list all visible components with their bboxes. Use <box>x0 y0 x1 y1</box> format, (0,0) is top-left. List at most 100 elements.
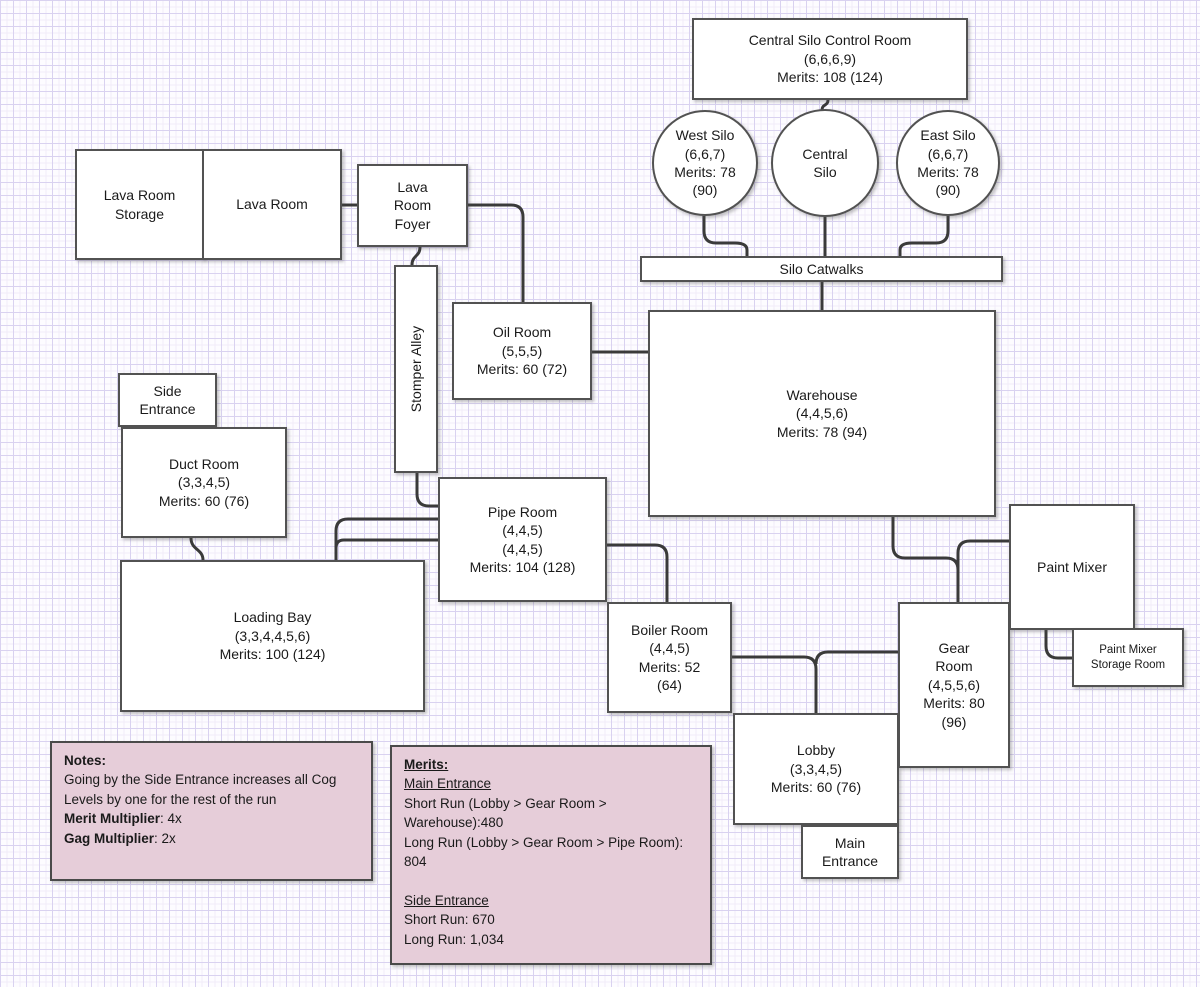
room-loading-bay: Loading Bay (3,3,4,4,5,6) Merits: 100 (1… <box>120 560 425 712</box>
notes-title: Notes: <box>64 753 107 768</box>
room-name: Lava Room <box>236 196 308 213</box>
room-levels: (4,4,5,6) <box>795 405 849 422</box>
room-name: Central Silo Control Room <box>748 32 912 49</box>
room-levels: (4,4,5) <box>502 522 543 539</box>
room-stomper-alley: Stomper Alley <box>394 265 438 473</box>
connector-boilerroom-lobby <box>732 655 818 713</box>
merits-side-entrance-heading: Side Entrance <box>404 892 489 908</box>
room-lava-room-storage: Lava Room Storage <box>75 149 204 260</box>
connector-piperoom-loadingbay-upper <box>334 517 438 560</box>
connector-foyer-oilroom <box>468 203 525 302</box>
connector-foyer-stomperalley <box>410 246 422 266</box>
connector-lobby-gearroom <box>814 650 898 665</box>
room-name: Paint Mixer <box>1099 644 1157 657</box>
merits-main-entrance-heading: Main Entrance <box>404 776 492 792</box>
room-west-silo: West Silo (6,6,7) Merits: 78 (90) <box>652 110 758 216</box>
room-name: Paint Mixer <box>1036 558 1108 575</box>
room-duct-room: Duct Room (3,3,4,5) Merits: 60 (76) <box>121 427 287 538</box>
room-paint-mixer-storage: Paint Mixer Storage Room <box>1072 628 1184 687</box>
room-levels: (3,3,4,5) <box>789 760 843 777</box>
merits-main-short-run: Short Run (Lobby > Gear Room > Warehouse… <box>404 795 607 831</box>
room-merits: Merits: 60 (76) <box>158 492 250 509</box>
room-name-2: Room <box>935 658 973 675</box>
room-name-2: Silo <box>813 164 837 180</box>
room-name: West Silo <box>675 127 735 144</box>
notes-merit-multiplier: Merit Multiplier: 4x <box>64 809 359 828</box>
room-name-2: Storage Room <box>1090 658 1166 671</box>
room-merits: Merits: 104 (128) <box>469 558 576 575</box>
room-merits: Merits: 78 (94) <box>776 423 868 440</box>
connector-stomperalley-piperoom <box>415 473 438 508</box>
merits-spacer <box>404 872 698 891</box>
notes-gag-multiplier-label: Gag Multiplier <box>64 830 155 846</box>
notes-gag-multiplier-value: : 2x <box>154 830 176 846</box>
room-pipe-room: Pipe Room (4,4,5) (4,4,5) Merits: 104 (1… <box>438 477 607 602</box>
room-lobby: Lobby (3,3,4,5) Merits: 60 (76) <box>733 713 899 825</box>
notes-gag-multiplier: Gag Multiplier: 2x <box>64 829 359 848</box>
room-merits-2: (90) <box>692 182 718 199</box>
room-name: Boiler Room <box>630 621 709 638</box>
room-levels: (6,6,7) <box>684 145 726 162</box>
connector-warehouse-gearroom <box>891 517 960 602</box>
room-merits: Merits: 108 (124) <box>777 69 883 86</box>
connector-piperoom-loadingbay-lower <box>334 538 438 560</box>
room-merits-2: (96) <box>941 713 967 730</box>
room-levels: (3,3,4,5) <box>177 474 231 491</box>
room-central-silo-control-room: Central Silo Control Room (6,6,6,9) Meri… <box>692 18 968 100</box>
notes-panel: Notes: Going by the Side Entrance increa… <box>50 741 373 881</box>
room-merits-2: (90) <box>935 182 961 199</box>
room-name: Duct Room <box>168 455 240 472</box>
room-name-2: Entrance <box>821 853 879 869</box>
merits-title: Merits: <box>404 757 449 772</box>
connector-ductroom-loadingbay <box>189 537 205 561</box>
room-merits: Merits: 60 (72) <box>476 361 568 378</box>
room-name: Lava Room <box>103 187 176 204</box>
room-central-silo: Central Silo <box>771 109 879 217</box>
room-levels-2: (4,4,5) <box>502 540 543 557</box>
room-paint-mixer: Paint Mixer <box>1009 504 1135 630</box>
room-merits-2: (64) <box>657 676 682 693</box>
merits-side-short-run: Short Run: 670 <box>404 912 495 928</box>
room-levels: (4,5,5,6) <box>927 676 981 693</box>
room-levels: (6,6,7) <box>927 145 969 162</box>
connector-gearroom-paintmixer <box>956 539 1009 570</box>
connector-piperoom-boilerroom <box>606 543 669 602</box>
room-name: Warehouse <box>786 386 858 403</box>
notes-merit-multiplier-value: : 4x <box>160 811 182 827</box>
room-name-3: Foyer <box>394 215 431 232</box>
merits-side-long-run: Long Run: 1,034 <box>404 931 504 947</box>
room-gear-room: Gear Room (4,5,5,6) Merits: 80 (96) <box>898 602 1010 768</box>
room-side-entrance: Side Entrance <box>118 373 217 427</box>
room-merits: Merits: 78 <box>674 164 736 180</box>
room-name: Lobby <box>796 742 836 759</box>
room-merits: Merits: 60 (76) <box>770 779 862 796</box>
room-lava-room: Lava Room <box>202 149 342 260</box>
room-levels: (5,5,5) <box>501 342 543 359</box>
room-name-2: Room <box>393 197 432 214</box>
room-warehouse: Warehouse (4,4,5,6) Merits: 78 (94) <box>648 310 996 517</box>
merits-panel: Merits: Main Entrance Short Run (Lobby >… <box>390 745 712 965</box>
room-merits: Merits: 78 <box>917 164 979 180</box>
connector-paintmixer-storage <box>1044 630 1072 660</box>
room-name: Side <box>153 382 182 399</box>
room-merits: Merits: 52 <box>638 658 701 675</box>
room-merits: Merits: 100 (124) <box>219 646 326 663</box>
room-name: Silo Catwalks <box>779 260 864 277</box>
room-name: Pipe Room <box>487 503 558 520</box>
room-name: Central <box>802 145 848 162</box>
room-boiler-room: Boiler Room (4,4,5) Merits: 52 (64) <box>607 602 732 713</box>
connector-eastsilo-catwalks <box>898 216 950 256</box>
room-lava-room-foyer: Lava Room Foyer <box>357 164 468 247</box>
room-name: Lava <box>397 178 428 195</box>
room-east-silo: East Silo (6,6,7) Merits: 78 (90) <box>896 110 1000 216</box>
connector-westsilo-catwalks <box>702 216 749 256</box>
room-name: Gear <box>938 639 970 656</box>
notes-merit-multiplier-label: Merit Multiplier <box>64 811 161 827</box>
room-main-entrance: Main Entrance <box>801 825 899 879</box>
room-oil-room: Oil Room (5,5,5) Merits: 60 (72) <box>452 302 592 400</box>
room-levels: (6,6,6,9) <box>803 50 857 67</box>
room-name: Oil Room <box>492 324 552 341</box>
room-name-2: Entrance <box>139 401 196 417</box>
notes-body: Going by the Side Entrance increases all… <box>64 772 337 807</box>
